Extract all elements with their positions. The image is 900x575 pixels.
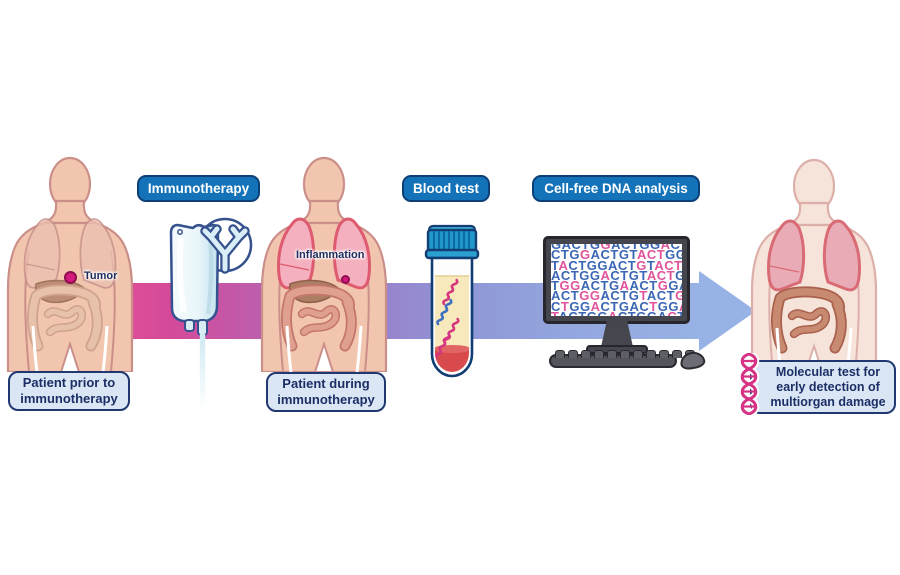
iv-bag-icon (169, 217, 253, 410)
organs (277, 217, 371, 352)
lung-right (822, 219, 861, 292)
monitor-icon: GACTGGACTGGACTGGCTGGACTGTACTGGACTACTGGAC… (543, 236, 690, 324)
badge-cfdna-analysis: Cell-free DNA analysis (532, 175, 700, 202)
keyboard-keys (555, 350, 695, 358)
patient-figure (6, 156, 134, 374)
caption-patient-during: Patient during immunotherapy (266, 372, 386, 412)
patient-figure (750, 158, 878, 376)
caption-line: Patient prior to (22, 375, 116, 390)
patient-figure (260, 156, 388, 374)
inflammation-label: Inflammation (296, 249, 365, 261)
monitor-screen: GACTGGACTGGACTGGCTGGACTGTACTGGACTACTGGAC… (551, 244, 682, 316)
lung-right (79, 218, 117, 289)
tumor-dot-small-icon (341, 275, 350, 284)
badge-immunotherapy: Immunotherapy (137, 175, 260, 202)
cfdna-fragments (435, 278, 460, 360)
caption-line: immunotherapy (20, 391, 118, 406)
badge-blood-test: Blood test (402, 175, 490, 202)
patient-before (0, 156, 142, 377)
caption-molecular-test: Molecular test for early detection of mu… (750, 360, 896, 414)
caption-line: Molecular test for (775, 364, 881, 379)
patient-during (252, 156, 396, 377)
caption-line: immunotherapy (277, 392, 375, 407)
monitor-base (586, 345, 648, 354)
dna-helix-icon (738, 353, 760, 415)
tumor-dot-icon (64, 271, 77, 284)
tumor-label: Tumor (84, 270, 118, 282)
patient-neck (43, 199, 97, 225)
keyboard-icon (549, 350, 695, 368)
lung-left (767, 219, 806, 292)
blood-tube-icon (424, 224, 480, 378)
caption-line: early detection of (776, 379, 880, 394)
organs (23, 218, 117, 352)
caption-line: Patient during (282, 376, 370, 391)
caption-patient-prior: Patient prior to immunotherapy (8, 371, 130, 411)
monitor-stand (601, 321, 633, 347)
caption-line: multiorgan damage (770, 394, 886, 409)
organs (767, 219, 861, 354)
antibody-icon (200, 224, 250, 274)
patient-after (742, 158, 886, 379)
